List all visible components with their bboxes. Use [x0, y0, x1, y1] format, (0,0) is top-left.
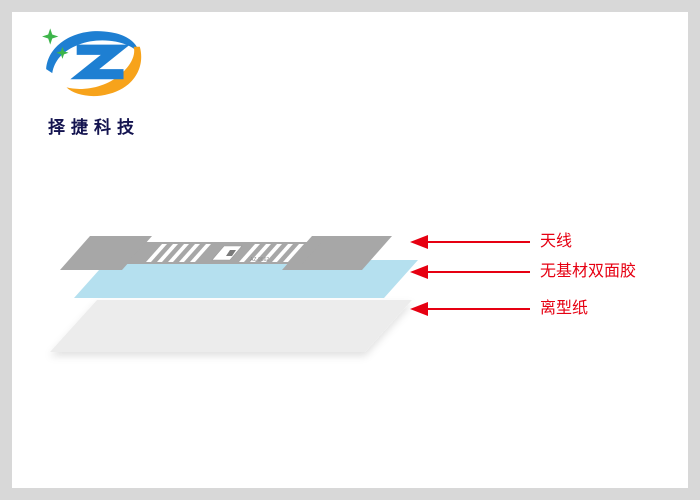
layer-release-paper: [50, 300, 412, 352]
company-name: 择捷科技: [48, 118, 140, 137]
meander-slot: [179, 244, 200, 262]
meander-slot: [283, 244, 304, 262]
meander-slot: [168, 244, 189, 262]
meander-slot: [261, 244, 282, 262]
logo-sparkle-small-icon: [56, 46, 69, 59]
arrow-adhesive: [410, 265, 530, 279]
antenna-chip: [226, 250, 236, 256]
company-logo: 择捷科技: [38, 22, 168, 138]
logo-orange-swoosh: [66, 46, 142, 97]
antenna-right-meander: [239, 244, 304, 262]
antenna-left-meander: [146, 244, 211, 262]
meander-slot: [157, 244, 178, 262]
label-release-paper: 离型纸: [540, 300, 589, 317]
meander-slot: [146, 244, 167, 262]
arrow-antenna: [410, 235, 530, 249]
layer-antenna: AZ-9662: [60, 236, 392, 270]
logo-z-stroke: [70, 44, 130, 80]
meander-slot: [272, 244, 293, 262]
label-antenna: 天线: [540, 233, 573, 250]
layer-diagram: AZ-9662: [50, 235, 530, 352]
meander-slot: [239, 244, 260, 262]
arrowhead-icon: [410, 265, 428, 279]
logo-swirl-icon: [42, 28, 142, 97]
arrow-release-paper: [410, 302, 530, 316]
label-adhesive: 无基材双面胶: [540, 263, 637, 280]
logo-sparkle-large-icon: [42, 28, 59, 45]
arrowhead-icon: [410, 235, 428, 249]
antenna-marking: AZ-9662: [250, 257, 269, 263]
meander-slot: [190, 244, 211, 262]
canvas: 择捷科技: [12, 12, 688, 488]
meander-slot: [250, 244, 271, 262]
arrowhead-icon: [410, 302, 428, 316]
antenna-chip-pad: [211, 245, 243, 261]
logo-blue-swoosh: [46, 31, 139, 74]
